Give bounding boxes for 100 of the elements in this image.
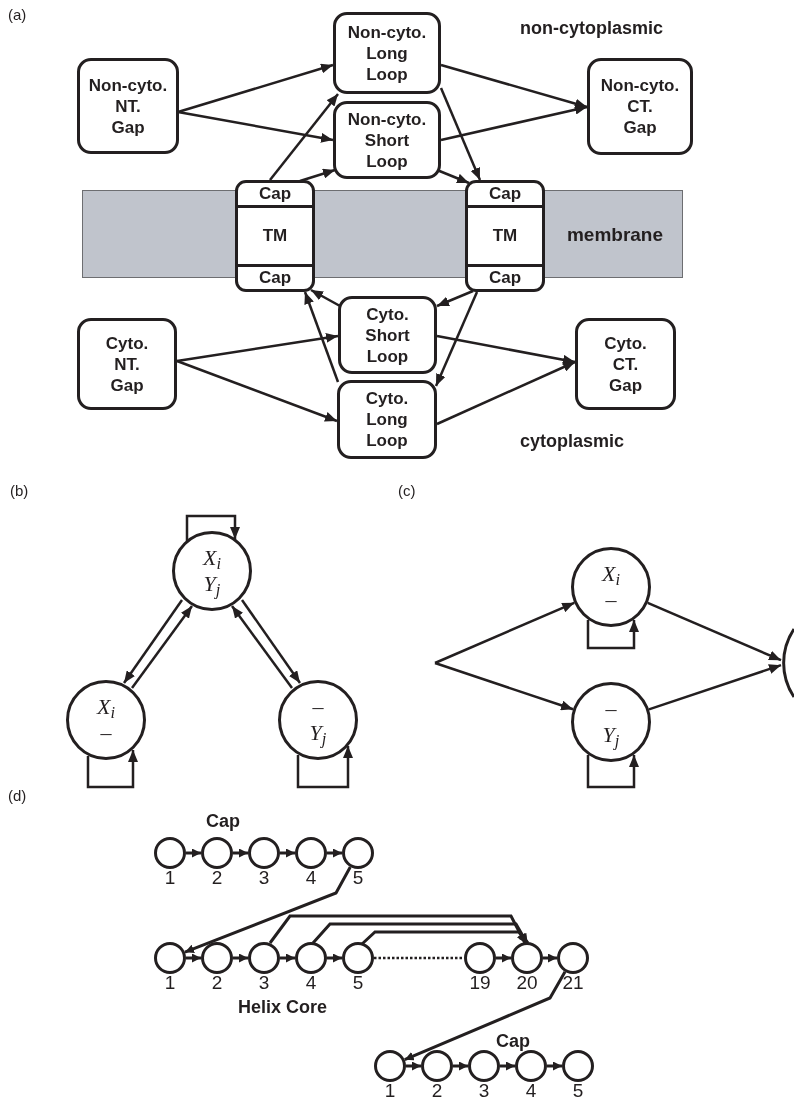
box-label: Non-cyto. Long Loop bbox=[346, 21, 428, 85]
arrow bbox=[186, 848, 201, 858]
arrow bbox=[586, 755, 639, 789]
position-number: 5 bbox=[352, 972, 364, 993]
arrow bbox=[280, 848, 295, 858]
region-label: non-cytoplasmic bbox=[520, 18, 664, 38]
arrow bbox=[453, 1061, 468, 1071]
position-number: 4 bbox=[305, 867, 317, 888]
box-label: Cyto. Long Loop bbox=[364, 388, 410, 451]
arrow bbox=[177, 63, 334, 114]
math-label: X$_{i}$ bbox=[96, 694, 115, 720]
position-number: 19 bbox=[469, 972, 491, 993]
rounded-box bbox=[587, 58, 693, 155]
arrow bbox=[131, 605, 193, 689]
math-label: – bbox=[100, 720, 112, 746]
position-number: 1 bbox=[164, 867, 176, 888]
box-label: Cyto. CT. Gap bbox=[603, 332, 648, 396]
math-label: – bbox=[312, 694, 324, 720]
arrow bbox=[440, 63, 588, 109]
arrow bbox=[299, 168, 336, 183]
box-label: Cyto. Short Loop bbox=[364, 303, 411, 367]
math-label: X$_{i}$ bbox=[202, 545, 221, 571]
position-number: 5 bbox=[352, 867, 364, 888]
rounded-box bbox=[77, 58, 179, 154]
tm-segment-box bbox=[465, 180, 545, 292]
box-label: Non-cyto. CT. Gap bbox=[599, 75, 681, 138]
segment-label: Cap bbox=[488, 184, 522, 204]
arrow bbox=[177, 110, 334, 143]
position-number: 2 bbox=[211, 867, 223, 888]
dotted-line bbox=[374, 956, 464, 960]
panel-label: (c) bbox=[398, 482, 416, 499]
arrow bbox=[296, 746, 353, 789]
arrow bbox=[185, 514, 240, 541]
arrow bbox=[186, 953, 201, 963]
position-number: 5 bbox=[572, 1080, 584, 1101]
arrow bbox=[233, 953, 248, 963]
panel-label: (b) bbox=[10, 482, 29, 499]
math-label: Y$_{j}$ bbox=[203, 571, 221, 597]
arrow bbox=[434, 291, 479, 387]
arrow bbox=[231, 605, 293, 689]
arrow bbox=[543, 953, 557, 963]
arrow bbox=[268, 914, 527, 944]
math-label: – bbox=[605, 587, 617, 613]
arrow bbox=[436, 334, 576, 365]
tm-segment-box bbox=[235, 180, 315, 292]
arrow bbox=[327, 953, 342, 963]
position-number: 21 bbox=[562, 972, 584, 993]
rounded-box bbox=[333, 101, 441, 179]
math-label: X$_{i}$ bbox=[601, 561, 620, 587]
position-number: 3 bbox=[258, 972, 270, 993]
segment-label: Cap bbox=[258, 268, 292, 288]
arrow bbox=[327, 848, 342, 858]
panel-label: (d) bbox=[8, 787, 27, 804]
arrow bbox=[233, 848, 248, 858]
arrow bbox=[176, 332, 339, 363]
segment-label: Cap bbox=[488, 268, 522, 288]
arrow bbox=[500, 1061, 515, 1071]
box-label: Non-cyto. NT. Gap bbox=[87, 74, 169, 138]
math-label: Y$_{j}$ bbox=[602, 722, 620, 748]
segment-label: TM bbox=[492, 226, 518, 246]
group-label: Cap bbox=[206, 811, 240, 831]
panel-label: (a) bbox=[8, 6, 27, 23]
band-label: membrane bbox=[566, 224, 664, 245]
position-number: 1 bbox=[384, 1080, 396, 1101]
arrow bbox=[436, 289, 474, 308]
arrow bbox=[586, 620, 639, 650]
arrow bbox=[303, 291, 340, 383]
arrow bbox=[547, 1061, 562, 1071]
arrow bbox=[440, 104, 588, 142]
segment-label: Cap bbox=[258, 184, 292, 204]
rounded-box bbox=[77, 318, 177, 410]
position-number: 1 bbox=[164, 972, 176, 993]
arrow bbox=[406, 1061, 421, 1071]
rounded-box bbox=[337, 380, 437, 459]
box-label: Non-cyto. Short Loop bbox=[346, 108, 428, 172]
math-label: Y$_{j}$ bbox=[309, 720, 327, 746]
arrow bbox=[176, 359, 338, 423]
arrow bbox=[496, 953, 511, 963]
position-number: 4 bbox=[305, 972, 317, 993]
position-number: 3 bbox=[478, 1080, 490, 1101]
group-label: Cap bbox=[496, 1031, 530, 1051]
arrow bbox=[311, 922, 529, 944]
position-number: 4 bbox=[525, 1080, 537, 1101]
position-number: 2 bbox=[211, 972, 223, 993]
math-label: – bbox=[605, 696, 617, 722]
position-number: 3 bbox=[258, 867, 270, 888]
rounded-box bbox=[333, 12, 441, 94]
arrow bbox=[280, 953, 295, 963]
arrow bbox=[439, 87, 482, 181]
position-number: 20 bbox=[516, 972, 538, 993]
region-label: cytoplasmic bbox=[520, 431, 625, 451]
arrow bbox=[436, 360, 576, 426]
segment-label: TM bbox=[262, 226, 288, 246]
rounded-box bbox=[575, 318, 676, 410]
rounded-box bbox=[338, 296, 437, 374]
arrow bbox=[86, 750, 138, 789]
group-label: Helix Core bbox=[238, 997, 328, 1017]
position-number: 2 bbox=[431, 1080, 443, 1101]
box-label: Cyto. NT. Gap bbox=[104, 332, 150, 396]
arrow bbox=[269, 93, 339, 181]
